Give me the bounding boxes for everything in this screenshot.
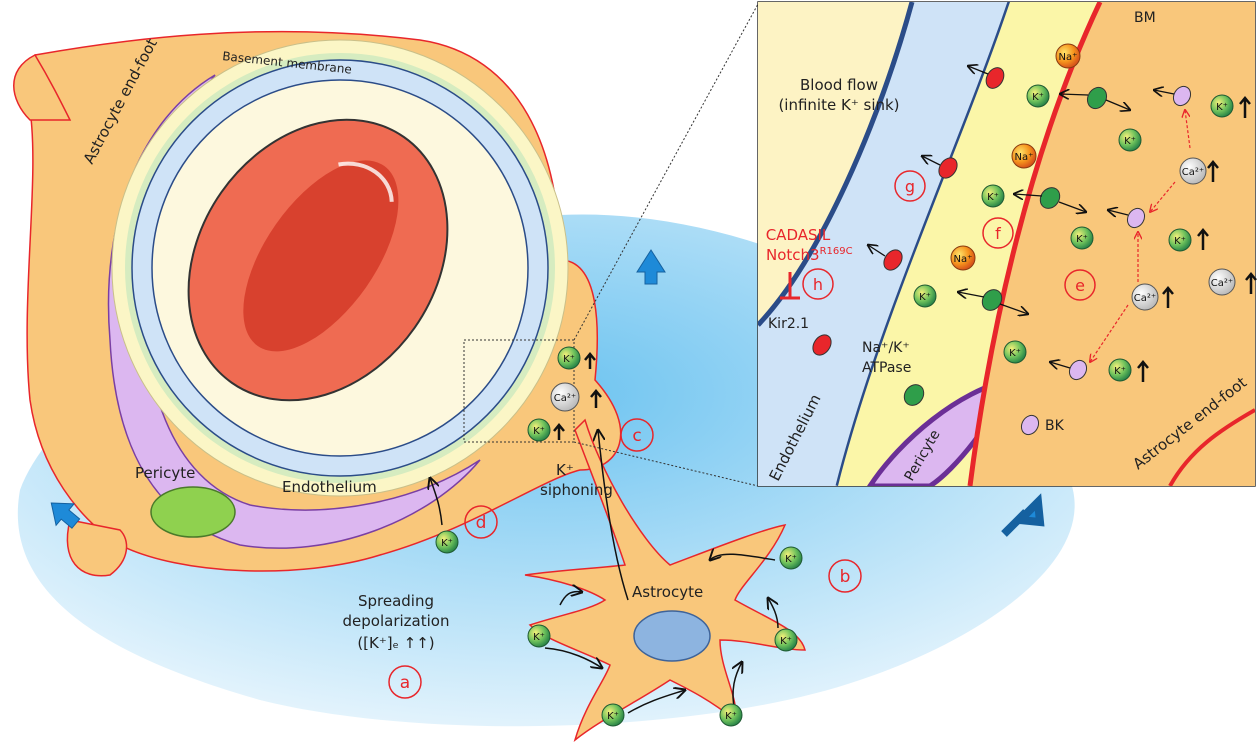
marker-d-label: d	[476, 513, 487, 533]
calcium-ion: Ca²⁺	[1132, 284, 1158, 310]
inset-panel: Na⁺ Na⁺ Na⁺ Ca²⁺ Ca²⁺ Ca²⁺ BM B	[758, 2, 1256, 486]
pericyte-nucleus	[151, 487, 235, 537]
calcium-ion-label: Ca²⁺	[1134, 293, 1156, 304]
potassium-ion	[528, 625, 550, 647]
inset-bk-label: BK	[1045, 418, 1065, 434]
calcium-ion-label: Ca²⁺	[1182, 167, 1204, 178]
potassium-ion	[914, 285, 936, 307]
potassium-ion	[528, 419, 550, 441]
endothelium-label: Endothelium	[282, 478, 377, 496]
inset-cadasil-1: CADASIL	[766, 226, 831, 244]
sodium-ion: Na⁺	[1056, 44, 1080, 68]
calcium-ion-label: Ca²⁺	[554, 393, 576, 404]
sd-label-2: depolarization	[343, 612, 450, 630]
calcium-ion: Ca²⁺	[1180, 158, 1206, 184]
potassium-ion	[780, 547, 802, 569]
inset-blood-flow-1: Blood flow	[800, 76, 878, 94]
inset-atpase-label-1: Na⁺/K⁺	[862, 340, 910, 356]
potassium-ion	[1119, 129, 1141, 151]
marker-g-label: g	[905, 177, 915, 196]
sodium-ion-label: Na⁺	[1059, 52, 1078, 63]
potassium-ion	[1004, 341, 1026, 363]
potassium-ion	[1071, 227, 1093, 249]
marker-c-label: c	[632, 426, 641, 446]
k-siphoning-label-2: siphoning	[540, 481, 613, 499]
potassium-ion	[775, 629, 797, 651]
potassium-ion	[1169, 229, 1191, 251]
sodium-ion: Na⁺	[1012, 144, 1036, 168]
marker-b-label: b	[840, 567, 851, 587]
potassium-ion	[1109, 359, 1131, 381]
inset-bm-label: BM	[1134, 10, 1156, 26]
potassium-ion	[1211, 95, 1233, 117]
inset-blood-flow-2: (infinite K⁺ sink)	[778, 96, 899, 114]
marker-a-label: a	[400, 673, 410, 693]
marker-h-label: h	[813, 275, 823, 294]
inset-cadasil-mutation: R169C	[820, 246, 853, 257]
potassium-ion	[558, 347, 580, 369]
sd-label-3: ([K⁺]ₑ ↑↑)	[357, 634, 434, 652]
astrocyte-label: Astrocyte	[632, 583, 703, 601]
sodium-ion-label: Na⁺	[1015, 152, 1034, 163]
calcium-ion-label: Ca²⁺	[1211, 278, 1233, 289]
k-siphoning-label-1: K⁺	[556, 461, 574, 479]
sodium-ion: Na⁺	[951, 246, 975, 270]
inset-atpase-label-2: ATPase	[862, 360, 911, 376]
potassium-ion	[436, 531, 458, 553]
astrocyte-nucleus	[634, 611, 710, 661]
sodium-ion-label: Na⁺	[954, 254, 973, 265]
potassium-ion	[1027, 85, 1049, 107]
potassium-ion	[982, 185, 1004, 207]
potassium-ion	[720, 704, 742, 726]
inset-kir-label: Kir2.1	[768, 316, 809, 332]
marker-f-label: f	[995, 224, 1001, 243]
pericyte-label: Pericyte	[135, 464, 195, 482]
inset-cadasil-gene: Notch3	[766, 246, 820, 264]
sd-label-1: Spreading	[358, 592, 434, 610]
calcium-ion: Ca²⁺	[551, 383, 579, 411]
potassium-ion	[602, 704, 624, 726]
marker-e-label: e	[1075, 276, 1085, 295]
calcium-ion: Ca²⁺	[1209, 269, 1235, 295]
